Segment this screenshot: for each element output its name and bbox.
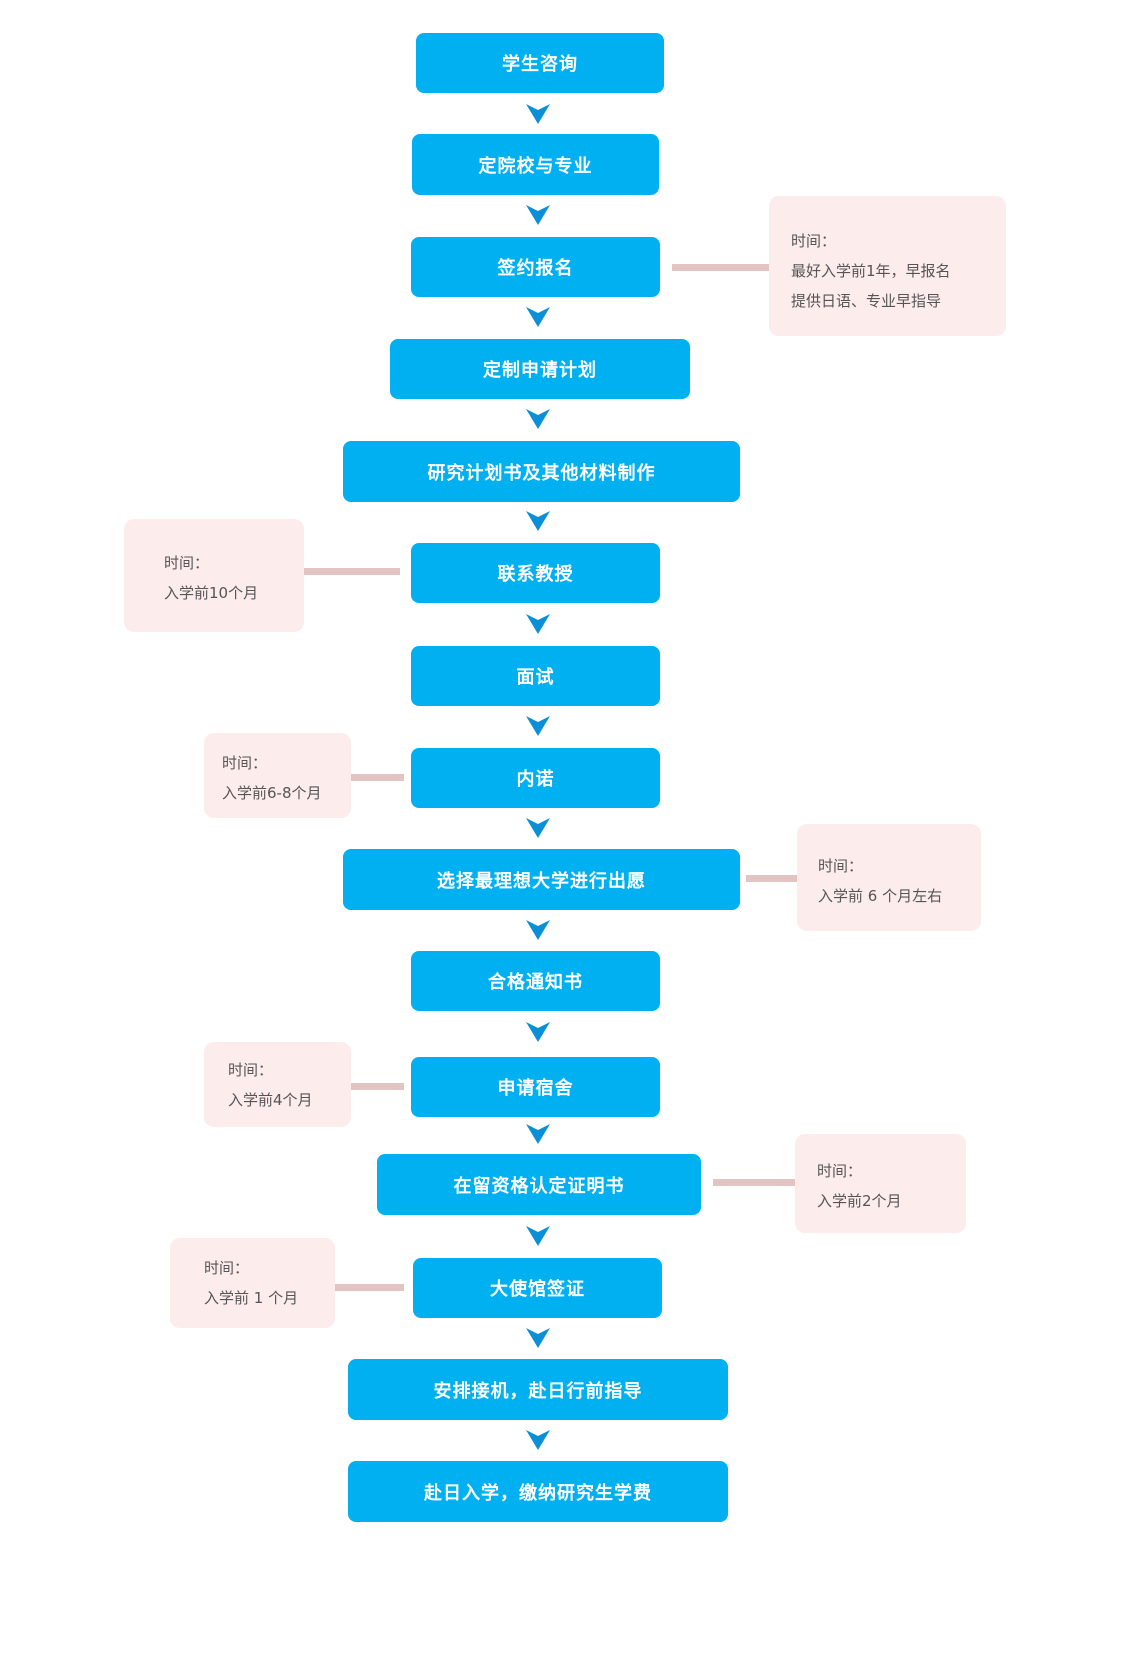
time-note: 时间： 入学前10个月 xyxy=(124,519,304,632)
step-box: 赴日入学，缴纳研究生学费 xyxy=(348,1461,728,1522)
note-line: 入学前 6 个月左右 xyxy=(818,887,943,905)
step-box: 合格通知书 xyxy=(411,951,660,1011)
down-arrow-icon xyxy=(526,104,550,124)
down-arrow-icon xyxy=(526,1022,550,1042)
step-box: 研究计划书及其他材料制作 xyxy=(343,441,740,502)
connector-line xyxy=(672,264,769,271)
time-note: 时间： 入学前 1 个月 xyxy=(170,1238,335,1328)
time-note: 时间： 入学前2个月 xyxy=(795,1134,966,1233)
down-arrow-icon xyxy=(526,511,550,531)
step-box: 学生咨询 xyxy=(416,33,664,93)
time-note: 时间： 入学前6-8个月 xyxy=(204,733,351,818)
note-line: 时间： xyxy=(817,1162,863,1180)
connector-line xyxy=(351,774,404,781)
step-box: 定院校与专业 xyxy=(412,134,659,195)
down-arrow-icon xyxy=(526,1226,550,1246)
note-line: 时间： xyxy=(204,1259,250,1277)
down-arrow-icon xyxy=(526,1430,550,1450)
step-box: 内诺 xyxy=(411,748,660,808)
note-line: 入学前4个月 xyxy=(228,1091,313,1109)
note-line: 时间： xyxy=(228,1061,274,1079)
note-line: 时间： xyxy=(164,554,210,572)
down-arrow-icon xyxy=(526,716,550,736)
step-box: 在留资格认定证明书 xyxy=(377,1154,701,1215)
step-box: 定制申请计划 xyxy=(390,339,690,399)
step-box: 大使馆签证 xyxy=(413,1258,662,1318)
down-arrow-icon xyxy=(526,818,550,838)
note-line: 最好入学前1年，早报名 xyxy=(791,262,951,280)
down-arrow-icon xyxy=(526,920,550,940)
step-box: 申请宿舍 xyxy=(411,1057,660,1117)
step-box: 签约报名 xyxy=(411,237,660,297)
step-box: 面试 xyxy=(411,646,660,706)
connector-line xyxy=(713,1179,795,1186)
connector-line xyxy=(351,1083,404,1090)
down-arrow-icon xyxy=(526,307,550,327)
down-arrow-icon xyxy=(526,614,550,634)
down-arrow-icon xyxy=(526,205,550,225)
note-line: 入学前6-8个月 xyxy=(222,784,322,802)
time-note: 时间： 最好入学前1年，早报名 提供日语、专业早指导 xyxy=(769,196,1006,336)
note-line: 提供日语、专业早指导 xyxy=(791,292,942,310)
down-arrow-icon xyxy=(526,1124,550,1144)
note-line: 时间： xyxy=(818,857,864,875)
time-note: 时间： 入学前 6 个月左右 xyxy=(797,824,981,931)
time-note: 时间： 入学前4个月 xyxy=(204,1042,351,1127)
connector-line xyxy=(746,875,797,882)
connector-line xyxy=(335,1284,404,1291)
note-line: 时间： xyxy=(791,232,837,250)
down-arrow-icon xyxy=(526,1328,550,1348)
note-line: 入学前10个月 xyxy=(164,584,259,602)
note-line: 时间： xyxy=(222,754,268,772)
note-line: 入学前2个月 xyxy=(817,1192,902,1210)
step-box: 联系教授 xyxy=(411,543,660,603)
note-line: 入学前 1 个月 xyxy=(204,1289,299,1307)
step-box: 安排接机，赴日行前指导 xyxy=(348,1359,728,1420)
connector-line xyxy=(303,568,400,575)
down-arrow-icon xyxy=(526,409,550,429)
step-box: 选择最理想大学进行出愿 xyxy=(343,849,740,910)
